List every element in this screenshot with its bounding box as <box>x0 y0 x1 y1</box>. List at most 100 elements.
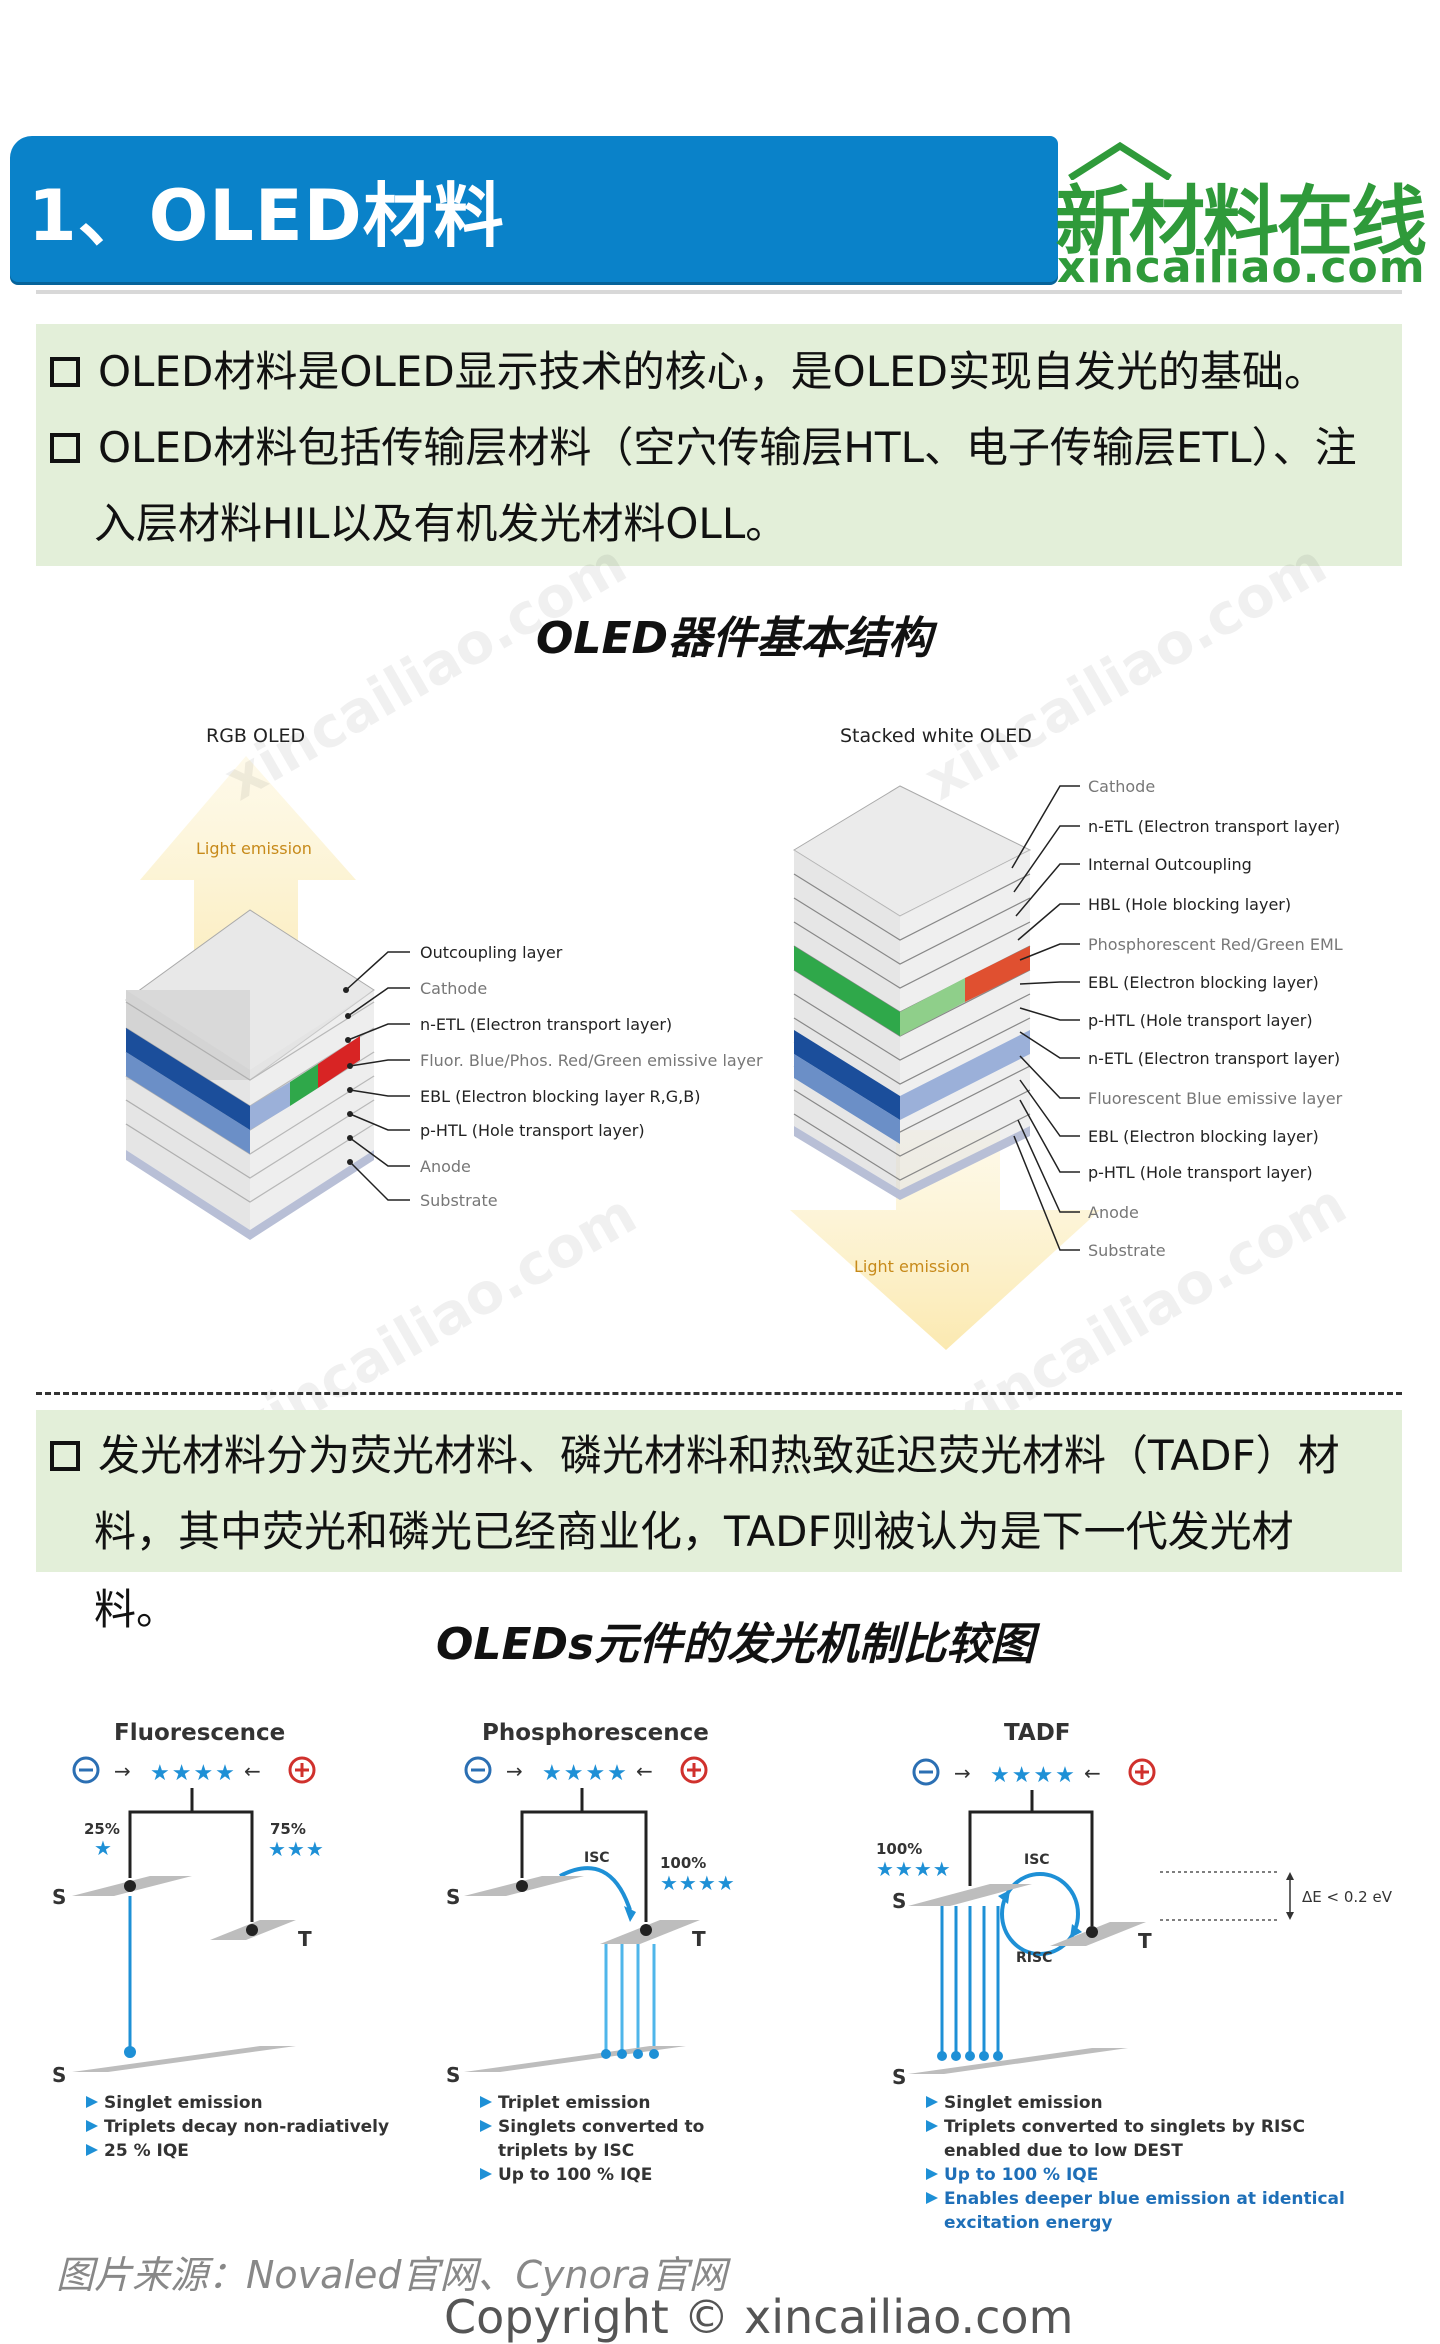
structure-section-title: OLED器件基本结构 <box>536 613 933 664</box>
white-leader-lines <box>1011 785 1080 1251</box>
svg-text:S: S <box>52 1885 66 1909</box>
white-layer-label: p-HTL (Hole transport layer) <box>1088 1163 1313 1182</box>
header-divider <box>36 290 1402 294</box>
emitter-bullet-1-continued: 料，其中荧光和磷光已经商业化，TADF则被认为是下一代发光材 <box>94 1507 1294 1556</box>
white-layer-label: Internal Outcoupling <box>1088 855 1252 874</box>
svg-text:Triplet emission: Triplet emission <box>498 2093 650 2113</box>
svg-text:RISC: RISC <box>1016 1950 1052 1966</box>
rgb-layer-label: n-ETL (Electron transport layer) <box>420 1015 672 1034</box>
svg-text:→: → <box>954 1761 971 1785</box>
oled-structure-diagram: RGB OLED Light emission <box>125 725 1343 1350</box>
phosphorescence-title: Phosphorescence <box>482 1720 709 1746</box>
mechanism-section-title: OLEDs元件的发光机制比较图 <box>436 1619 1035 1670</box>
logo-english: xincailiao.com <box>1057 242 1426 293</box>
svg-text:25%: 25% <box>84 1820 120 1838</box>
svg-text:ISC: ISC <box>1024 1852 1050 1868</box>
light-emission-up-arrow <box>140 756 356 960</box>
svg-text:75%: 75% <box>270 1820 306 1838</box>
svg-text:←: ← <box>1084 1761 1101 1785</box>
tadf-panel: TADF → ★★★★ ← 100% ★★★★ ISC RISC <box>876 1720 1393 2233</box>
emission-mechanism-diagram: Fluorescence → ★★★★ ← 25% ★ 75% ★★★ S T … <box>52 1720 1393 2233</box>
intro-bullet-box <box>36 324 1402 566</box>
svg-text:T: T <box>1138 1929 1152 1953</box>
svg-text:★★★★: ★★★★ <box>150 1761 237 1786</box>
white-layer-label: EBL (Electron blocking layer) <box>1088 1127 1319 1146</box>
white-layer-label: Anode <box>1088 1203 1139 1222</box>
white-light-emission-label: Light emission <box>854 1257 970 1276</box>
svg-text:★★★★: ★★★★ <box>660 1871 736 1895</box>
square-bullet-icon <box>50 356 80 387</box>
rgb-layer-label: Anode <box>420 1157 471 1176</box>
rgb-layer-label: Cathode <box>420 979 487 998</box>
svg-text:100%: 100% <box>660 1854 706 1872</box>
white-oled-title: Stacked white OLED <box>840 725 1032 747</box>
rgb-layer-label: EBL (Electron blocking layer R,G,B) <box>420 1087 700 1106</box>
svg-text:T: T <box>298 1927 312 1951</box>
svg-text:enabled due to low DEST: enabled due to low DEST <box>944 2141 1183 2161</box>
white-layer-label: Phosphorescent Red/Green EML <box>1088 935 1343 954</box>
svg-text:★★★: ★★★ <box>268 1837 325 1861</box>
svg-text:Singlet emission: Singlet emission <box>944 2093 1103 2113</box>
svg-text:S: S <box>446 2063 460 2087</box>
image-source-caption: 图片来源：Novaled官网、Cynora官网 <box>56 2253 727 2297</box>
svg-text:100%: 100% <box>876 1840 922 1858</box>
white-layer-label: HBL (Hole blocking layer) <box>1088 895 1291 914</box>
white-layer-label: n-ETL (Electron transport layer) <box>1088 1049 1340 1068</box>
page-title: 1、OLED材料 <box>28 175 505 257</box>
tadf-title: TADF <box>1004 1720 1071 1746</box>
white-oled-stack <box>793 785 1032 1200</box>
svg-text:T: T <box>692 1927 706 1951</box>
svg-text:Triplets decay non-radiatively: Triplets decay non-radiatively <box>104 2117 389 2137</box>
rgb-layer-label: Outcoupling layer <box>420 943 563 962</box>
rgb-light-emission-label: Light emission <box>196 839 312 858</box>
intro-bullet-1: OLED材料是OLED显示技术的核心，是OLED实现自发光的基础。 <box>50 334 1326 410</box>
copyright-notice: Copyright © xincailiao.com <box>444 2290 1074 2344</box>
svg-text:★: ★ <box>94 1836 112 1860</box>
section-divider <box>36 1392 1402 1395</box>
white-layer-label: Cathode <box>1088 777 1155 796</box>
svg-text:→: → <box>114 1759 131 1783</box>
rgb-leader-lines <box>345 951 410 1201</box>
svg-text:ΔE < 0.2 eV: ΔE < 0.2 eV <box>1302 1888 1393 1906</box>
svg-text:→: → <box>506 1759 523 1783</box>
svg-text:25 % IQE: 25 % IQE <box>104 2141 189 2161</box>
rgb-layer-label: Substrate <box>420 1191 498 1210</box>
light-emission-down-arrow <box>790 1130 1100 1350</box>
fluorescence-panel: Fluorescence → ★★★★ ← 25% ★ 75% ★★★ S T … <box>52 1720 389 2161</box>
logo-roof-icon <box>1068 141 1172 180</box>
phosphorescence-panel: Phosphorescence → ★★★★ ← ISC 100% ★★★★ S… <box>446 1720 736 2185</box>
white-layer-label: Fluorescent Blue emissive layer <box>1088 1089 1343 1108</box>
svg-text:ISC: ISC <box>584 1850 610 1866</box>
square-bullet-icon <box>50 1440 80 1471</box>
header-bar <box>10 136 1058 282</box>
svg-text:Singlet emission: Singlet emission <box>104 2093 263 2113</box>
intro-bullet-2: OLED材料包括传输层材料（空穴传输层HTL、电子传输层ETL）、注 <box>50 410 1357 486</box>
svg-text:←: ← <box>636 1759 653 1783</box>
svg-text:Triplets converted to singlets: Triplets converted to singlets by RISC <box>944 2117 1305 2137</box>
svg-text:S: S <box>52 2063 66 2087</box>
logo-chinese: 新材料在线 <box>1055 177 1427 266</box>
white-layer-label: n-ETL (Electron transport layer) <box>1088 817 1340 836</box>
white-layer-label: p-HTL (Hole transport layer) <box>1088 1011 1313 1030</box>
svg-text:triplets by ISC: triplets by ISC <box>498 2141 634 2161</box>
svg-text:Up to 100 % IQE: Up to 100 % IQE <box>498 2165 652 2185</box>
svg-text:Enables deeper blue emission a: Enables deeper blue emission at identica… <box>944 2189 1345 2209</box>
svg-text:Singlets converted to: Singlets converted to <box>498 2117 704 2137</box>
fluorescence-title: Fluorescence <box>114 1720 285 1746</box>
emitter-bullet-box <box>36 1410 1402 1572</box>
rgb-layer-label: Fluor. Blue/Phos. Red/Green emissive lay… <box>420 1051 763 1070</box>
intro-bullet-2-continued: 入层材料HIL以及有机发光材料OLL。 <box>94 499 788 548</box>
svg-text:S: S <box>892 1889 906 1913</box>
svg-text:★★★★: ★★★★ <box>990 1763 1077 1788</box>
svg-text:S: S <box>892 2065 906 2089</box>
svg-text:★★★★: ★★★★ <box>876 1857 952 1881</box>
white-layer-label: Substrate <box>1088 1241 1166 1260</box>
svg-text:★★★★: ★★★★ <box>542 1761 629 1786</box>
rgb-layer-label: p-HTL (Hole transport layer) <box>420 1121 645 1140</box>
emitter-bullet-1-continued: 料。 <box>94 1585 179 1634</box>
svg-text:S: S <box>446 1885 460 1909</box>
rgb-oled-title: RGB OLED <box>206 725 305 747</box>
white-layer-label: EBL (Electron blocking layer) <box>1088 973 1319 992</box>
square-bullet-icon <box>50 432 80 463</box>
emitter-bullet-1: 发光材料分为荧光材料、磷光材料和热致延迟荧光材料（TADF）材 <box>50 1418 1340 1494</box>
